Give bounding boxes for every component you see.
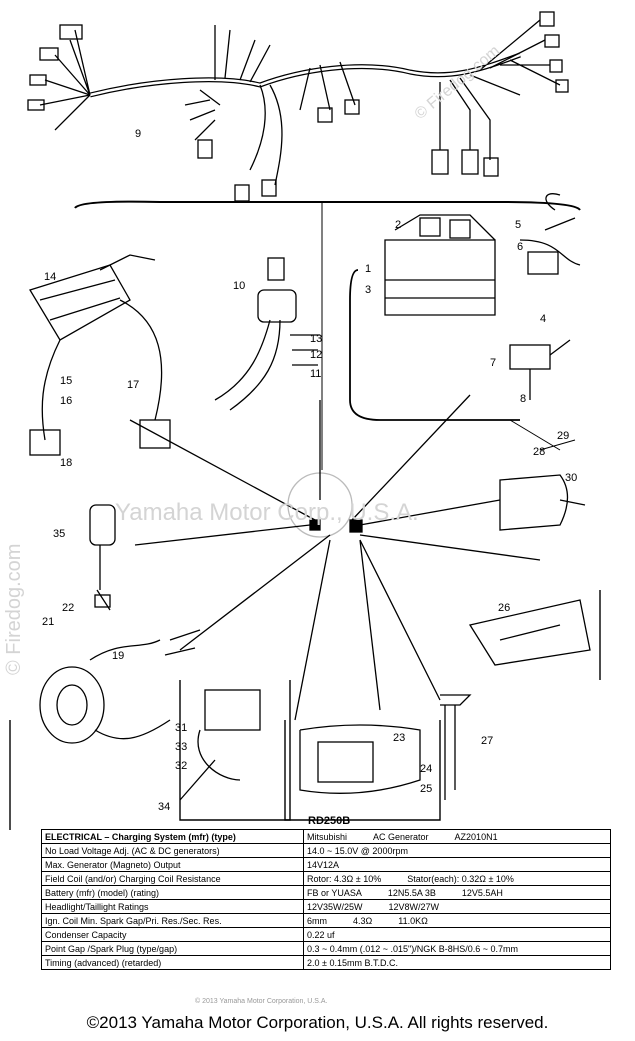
callout-4: 4 (540, 313, 546, 325)
spec-label: Condenser Capacity (41, 927, 304, 942)
spec-value: Stator(each): 0.32Ω ± 10% (407, 873, 514, 884)
copyright-footer: ©2013 Yamaha Motor Corporation, U.S.A. A… (86, 1013, 549, 1032)
wire-harness (27, 11, 569, 202)
spec-value-cell: 6mm 4.3Ω 11.0KΩ (303, 913, 611, 928)
spec-value: 12V35W/25W (307, 901, 363, 912)
spec-value: Rotor: 4.3Ω ± 10% (307, 873, 382, 884)
relay (509, 339, 571, 400)
spec-value-cell: Rotor: 4.3Ω ± 10% Stator(each): 0.32Ω ± 1… (303, 871, 611, 886)
callout-15: 15 (60, 375, 72, 387)
callout-21: 21 (42, 616, 54, 628)
callout-14: 14 (44, 271, 56, 283)
callout-35: 35 (53, 528, 65, 540)
spec-row: Ign. Coil Min. Spark Gap/Pri. Res./Sec. … (41, 913, 611, 928)
spec-value: 11.0KΩ (398, 915, 428, 926)
callout-32: 32 (175, 760, 187, 772)
callout-24: 24 (420, 763, 432, 775)
electrical-spec-table: ELECTRICAL – Charging System (mfr) (type… (41, 829, 611, 970)
callout-8: 8 (520, 393, 526, 405)
spec-value: Mitsubishi (307, 831, 348, 842)
voltage-regulator (299, 724, 421, 794)
callout-2: 2 (395, 219, 401, 231)
main-switch (214, 257, 297, 411)
spec-value: 4.3Ω (353, 915, 373, 926)
callout-5: 5 (515, 219, 521, 231)
spec-row: Battery (mfr) (model) (rating)FB or YUAS… (41, 885, 611, 900)
spec-value-cell: Mitsubishi AC Generator AZ2010N1 (303, 829, 611, 844)
ignition-coils (29, 254, 171, 456)
callout-25: 25 (420, 783, 432, 795)
spec-label: Ign. Coil Min. Spark Gap/Pri. Res./Sec. … (41, 913, 304, 928)
spec-value-cell: 0.3 ~ 0.4mm (.012 ~ .015")/NGK B-8HS/0.6… (303, 941, 611, 956)
center-hub (129, 394, 541, 721)
table-copyright: © 2013 Yamaha Motor Corporation, U.S.A. (195, 998, 328, 1005)
callout-6: 6 (517, 241, 523, 253)
spec-value-cell: FB or YUASA 12N5.5A 3B 12V5.5AH (303, 885, 611, 900)
callout-31: 31 (175, 722, 187, 734)
spec-row: Timing (advanced) (retarded)2.0 ± 0.15mm… (41, 955, 611, 970)
spec-value: AZ2010N1 (454, 831, 498, 842)
callout-3: 3 (365, 284, 371, 296)
spec-label: No Load Voltage Adj. (AC & DC generators… (41, 843, 304, 858)
spec-value-cell: 0.22 uf (303, 927, 611, 942)
spec-value-cell: 14.0 ~ 15.0V @ 2000rpm (303, 843, 611, 858)
spec-value-cell: 14V12A (303, 857, 611, 872)
callout-18: 18 (60, 457, 72, 469)
spec-label: Point Gap /Spark Plug (type/gap) (41, 941, 304, 956)
spec-value-cell: 2.0 ± 0.15mm B.T.D.C. (303, 955, 611, 970)
spec-row: ELECTRICAL – Charging System (mfr) (type… (41, 829, 611, 844)
spec-value: 12V5.5AH (461, 887, 503, 898)
spec-label: Battery (mfr) (model) (rating) (41, 885, 304, 900)
callout-10: 10 (233, 280, 245, 292)
spec-label: Field Coil (and/or) Charging Coil Resist… (41, 871, 304, 886)
spec-value: 12N5.5A 3B (387, 887, 436, 898)
watermark-vertical: © Firedog.com (3, 544, 25, 675)
ac-generator (39, 629, 201, 744)
spec-value: 6mm (307, 915, 327, 926)
spec-label: Headlight/Taillight Ratings (41, 899, 304, 914)
watermark-center: Yamaha Motor Corp., U.S.A. (115, 499, 419, 526)
callout-12: 12 (310, 349, 322, 361)
spec-row: Point Gap /Spark Plug (type/gap)0.3 ~ 0.… (41, 941, 611, 956)
callout-7: 7 (490, 357, 496, 369)
callout-16: 16 (60, 395, 72, 407)
callout-29: 29 (557, 430, 569, 442)
callout-19: 19 (112, 650, 124, 662)
callout-22: 22 (62, 602, 74, 614)
callout-30: 30 (565, 472, 577, 484)
callout-11: 11 (310, 368, 321, 380)
spec-value-cell: 12V35W/25W 12V8W/27W (303, 899, 611, 914)
callout-34: 34 (158, 801, 170, 813)
spec-value: 14V12A (307, 859, 340, 870)
spec-value: 12V8W/27W (388, 901, 440, 912)
spec-value: AC Generator (373, 831, 429, 842)
spec-table-title: RD250B (308, 815, 351, 827)
spec-label: ELECTRICAL – Charging System (mfr) (type… (41, 829, 304, 844)
spec-row: Field Coil (and/or) Charging Coil Resist… (41, 871, 611, 886)
callout-23: 23 (393, 732, 405, 744)
spec-value: 14.0 ~ 15.0V @ 2000rpm (307, 845, 408, 856)
rectifier (179, 689, 261, 801)
spec-value: 0.22 uf (307, 929, 335, 940)
spec-label: Timing (advanced) (retarded) (41, 955, 304, 970)
callout-1: 1 (365, 263, 371, 275)
spec-value: 2.0 ± 0.15mm B.T.D.C. (307, 957, 398, 968)
spec-value: FB or YUASA (307, 887, 362, 898)
callout-28: 28 (533, 446, 545, 458)
spec-row: No Load Voltage Adj. (AC & DC generators… (41, 843, 611, 858)
callout-13: 13 (310, 333, 322, 345)
spec-label: Max. Generator (Magneto) Output (41, 857, 304, 872)
callout-17: 17 (127, 379, 139, 391)
electrical-parts-diagram: 1 2 3 4 5 6 7 8 9 10 11 12 13 14 15 16 1… (3, 11, 601, 830)
battery (384, 193, 581, 316)
callout-9: 9 (135, 128, 141, 140)
spec-value: 0.3 ~ 0.4mm (.012 ~ .015")/NGK B-8HS/0.6… (307, 943, 519, 954)
callout-33: 33 (175, 741, 187, 753)
callout-26: 26 (498, 602, 510, 614)
callout-27: 27 (481, 735, 493, 747)
